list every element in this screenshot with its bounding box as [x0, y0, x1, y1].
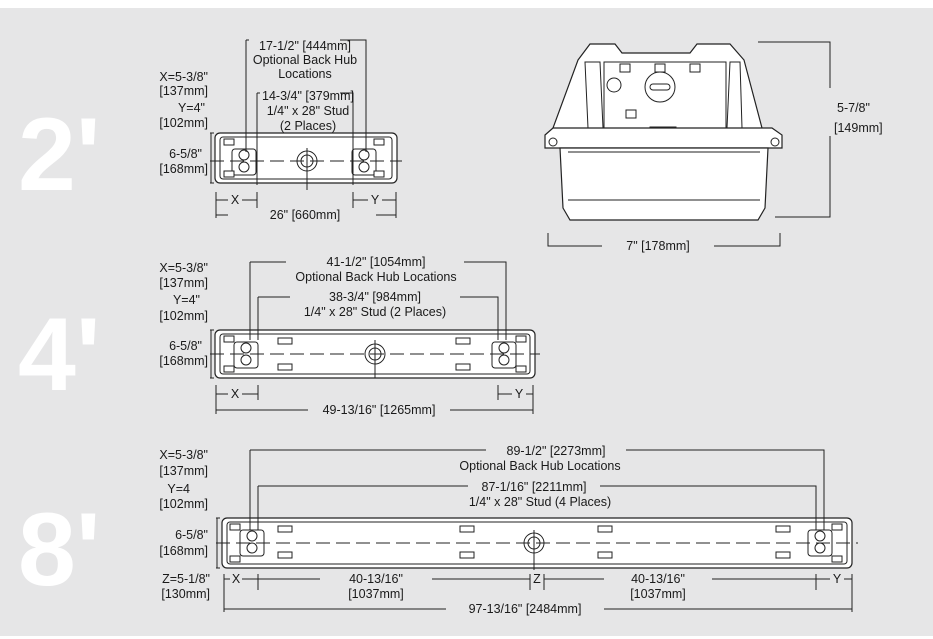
height-mm: [149mm]	[834, 121, 883, 135]
stud-label: 1/4" x 28" Stud (4 Places)	[469, 495, 611, 509]
width: 6-5/8"	[169, 147, 202, 161]
half-left-mm: [1037mm]	[348, 587, 404, 601]
width: 7" [178mm]	[626, 239, 690, 253]
width-mm: [168mm]	[159, 354, 208, 368]
z-value: Z=5-1/8"	[162, 572, 210, 586]
width: 6-5/8"	[169, 339, 202, 353]
z-mm: [130mm]	[161, 587, 210, 601]
lens	[559, 147, 769, 221]
x-mm: [137mm]	[159, 276, 208, 290]
half-right-mm: [1037mm]	[630, 587, 686, 601]
width: 6-5/8"	[175, 528, 208, 542]
height: 5-7/8"	[837, 101, 870, 115]
y-mm: [102mm]	[159, 497, 208, 511]
y-value: Y=4"	[173, 293, 200, 307]
knockout	[606, 77, 622, 93]
hub-label: Optional Back Hub	[253, 53, 357, 67]
x-mm: [137mm]	[159, 84, 208, 98]
x-value: X=5-3/8"	[159, 448, 208, 462]
length: 26" [660mm]	[270, 208, 340, 222]
y-mm: [102mm]	[159, 309, 208, 323]
width-mm: [168mm]	[159, 162, 208, 176]
y-mark: Y	[833, 572, 842, 586]
x-value: X=5-3/8"	[159, 261, 208, 275]
x-mm: [137mm]	[159, 464, 208, 478]
size-label-8ft: 8'	[18, 492, 101, 608]
width-mm: [168mm]	[159, 544, 208, 558]
stud-dim: 14-3/4" [379mm]	[262, 89, 354, 103]
hub-dim: 89-1/2" [2273mm]	[507, 444, 606, 458]
hub-dim: 17-1/2" [444mm]	[259, 39, 351, 53]
size-label-2ft: 2'	[18, 97, 101, 213]
y-mark: Y	[371, 193, 380, 207]
hub-label: Optional Back Hub Locations	[459, 459, 620, 473]
stud-places: (2 Places)	[280, 119, 336, 133]
z-mark: Z	[533, 572, 541, 586]
y-mm: [102mm]	[159, 116, 208, 130]
stud-dim: 87-1/16" [2211mm]	[482, 480, 587, 494]
fixture-2ft: 17-1/2" [444mm] Optional Back Hub Locati…	[159, 39, 402, 222]
x-value: X=5-3/8"	[159, 70, 208, 84]
length: 49-13/16" [1265mm]	[323, 403, 436, 417]
hub-label: Optional Back Hub Locations	[295, 270, 456, 284]
length: 97-13/16" [2484mm]	[469, 602, 582, 616]
size-label-4ft: 4'	[18, 297, 101, 413]
hub-label-2: Locations	[278, 67, 332, 81]
x-mark: X	[232, 572, 241, 586]
half-left: 40-13/16"	[349, 572, 403, 586]
x-mark: X	[231, 387, 240, 401]
fixture-side-view: 5-7/8" [149mm] 7" [178mm]	[544, 41, 883, 253]
y-mark: Y	[515, 387, 524, 401]
stud-label: 1/4" x 28" Stud	[267, 104, 350, 118]
fixture-4ft: 41-1/2" [1054mm] Optional Back Hub Locat…	[159, 255, 540, 417]
fixture-8ft: X=5-3/8" [137mm] Y=4 [102mm] 89-1/2" [22…	[159, 444, 858, 616]
hub-dim: 41-1/2" [1054mm]	[327, 255, 426, 269]
x-mark: X	[231, 193, 240, 207]
stud-label: 1/4" x 28" Stud (2 Places)	[304, 305, 446, 319]
half-right: 40-13/16"	[631, 572, 685, 586]
stud-dim: 38-3/4" [984mm]	[329, 290, 421, 304]
y-value: Y=4	[167, 482, 190, 496]
y-value: Y=4"	[178, 101, 205, 115]
